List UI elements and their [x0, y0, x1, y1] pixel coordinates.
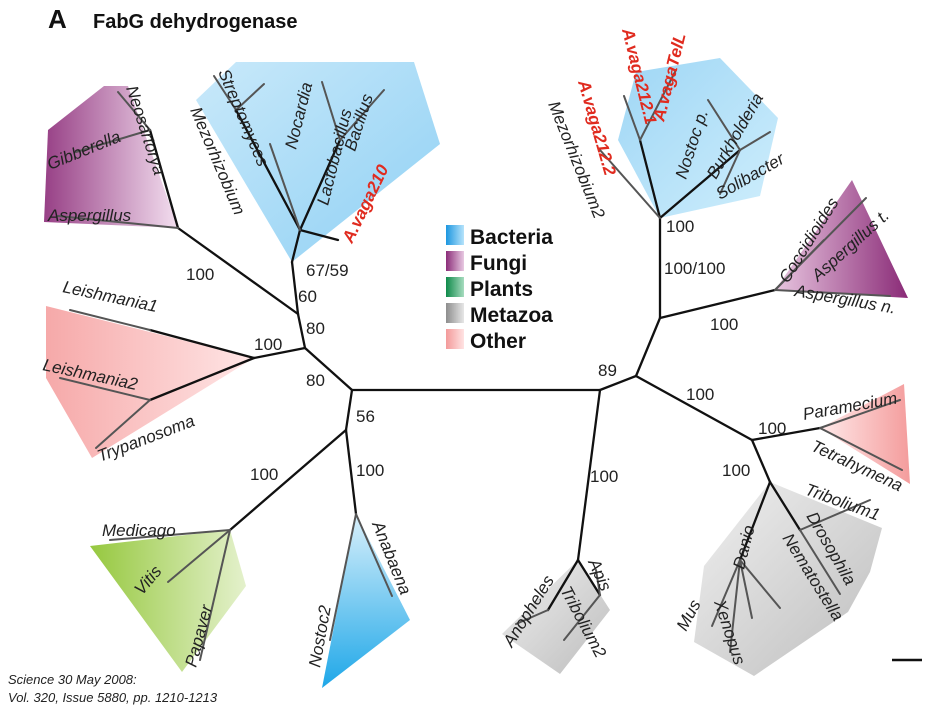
legend-swatch-fungi	[446, 251, 464, 271]
tree-backbone	[148, 108, 822, 612]
citation-line-2: Vol. 320, Issue 5880, pp. 1210-1213	[8, 690, 218, 705]
clade-metazoa	[694, 482, 882, 676]
bootstrap-100-right: 100	[686, 385, 714, 404]
citation-line-1: Science 30 May 2008:	[8, 672, 137, 687]
taxon-medicago: Medicago	[102, 521, 176, 540]
taxon-leishmania1: Leishmania1	[61, 277, 159, 316]
bootstrap-plants: 100	[250, 465, 278, 484]
clade-bacteria-right	[618, 58, 778, 218]
bootstrap-100-100: 100/100	[664, 259, 725, 278]
legend-label-other: Other	[470, 330, 526, 353]
bootstrap-60: 60	[298, 287, 317, 306]
legend-swatch-plants	[446, 277, 464, 297]
figure-title: FabG dehydrogenase	[93, 11, 298, 33]
bootstrap-ciliates: 100	[758, 419, 786, 438]
bootstrap-fungi-right: 100	[710, 315, 738, 334]
legend-label-plants: Plants	[470, 278, 533, 301]
tree-leaves	[57, 69, 903, 661]
bootstrap-metazoa-upper: 100	[722, 461, 750, 480]
clade-cyano	[322, 514, 410, 688]
clade-other-left	[46, 306, 254, 458]
bootstrap-fungi-left: 100	[186, 265, 214, 284]
bootstrap-insects: 100	[590, 467, 618, 486]
bootstrap-80-upper: 80	[306, 319, 325, 338]
legend-label-metazoa: Metazoa	[470, 304, 553, 327]
legend-label-fungi: Fungi	[470, 252, 527, 275]
legend-swatch-metazoa	[446, 303, 464, 323]
legend-label-bacteria: Bacteria	[470, 226, 553, 249]
legend-swatch-bacteria	[446, 225, 464, 245]
bootstrap-56: 56	[356, 407, 375, 426]
bootstrap-kinetoplastid: 100	[254, 335, 282, 354]
legend-swatch-other	[446, 329, 464, 349]
bootstrap-89: 89	[598, 361, 617, 380]
taxon-aspergillus: Aspergillus	[47, 206, 132, 225]
clade-other-right	[820, 384, 910, 484]
bootstrap-80-lower: 80	[306, 371, 325, 390]
bootstrap-bacteria-right: 100	[666, 217, 694, 236]
panel-letter: A	[48, 4, 67, 34]
clade-fungi-left	[44, 86, 178, 228]
clade-fungi-right	[775, 180, 908, 298]
clade-insects	[502, 560, 610, 674]
bootstrap-bacteria-left: 67/59	[306, 261, 349, 280]
clade-bacteria-left	[196, 62, 440, 262]
bootstrap-cyano: 100	[356, 461, 384, 480]
clade-plants	[90, 530, 246, 672]
legend: Bacteria Fungi Plants Metazoa Other	[446, 225, 553, 353]
